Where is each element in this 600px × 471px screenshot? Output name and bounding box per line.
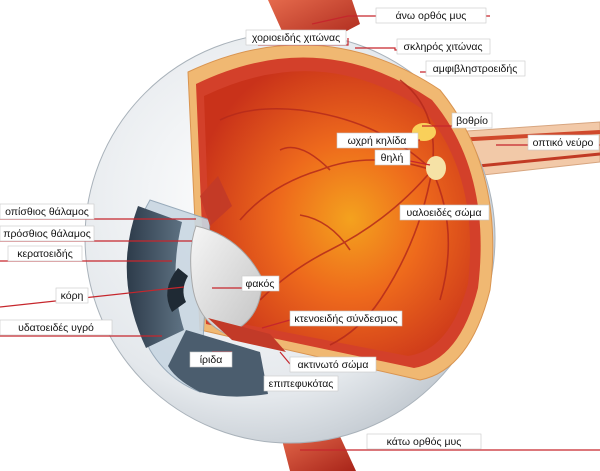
label-text: άνω ορθός μυς <box>396 10 467 22</box>
svg-text:πρόσθιος θάλαμος: πρόσθιος θάλαμος <box>3 228 91 240</box>
label-fovea: βοθρίο <box>451 112 493 129</box>
svg-text:βοθρίο: βοθρίο <box>456 115 488 127</box>
label-vitreous: υαλοειδές σώμα <box>399 204 490 221</box>
label-ciliary-body: ακτινωτό σώμα <box>289 356 377 373</box>
svg-text:υδατοειδές υγρό: υδατοειδές υγρό <box>18 322 94 334</box>
label-superior-rectus: άνω ορθός μυς <box>375 7 487 24</box>
svg-text:ακτινωτό σώμα: ακτινωτό σώμα <box>298 359 369 371</box>
label-inferior-rectus: κάτω ορθός μυς <box>366 433 482 450</box>
optic-disc <box>426 156 446 180</box>
label-optic-disc: θηλή <box>374 149 411 166</box>
label-zonule: κτενοειδής σύνδεσμος <box>289 310 403 327</box>
label-retina: αμφιβληστροειδής <box>425 60 526 77</box>
svg-text:χοριοειδής χιτώνας: χοριοειδής χιτώνας <box>252 32 340 44</box>
svg-text:υαλοειδές σώμα: υαλοειδές σώμα <box>406 207 481 219</box>
label-pupil: κόρη <box>55 287 89 304</box>
label-iris: ίριδα <box>189 351 233 368</box>
svg-text:θηλή: θηλή <box>381 152 404 164</box>
svg-text:ωχρή κηλίδα: ωχρή κηλίδα <box>348 135 407 147</box>
label-posterior-chamber: οπίσθιος θάλαμος <box>0 203 95 220</box>
label-aqueous: υδατοειδές υγρό <box>0 319 113 336</box>
ciliary-body-shape <box>208 318 286 352</box>
ciliary-upper <box>200 176 232 226</box>
svg-text:κόρη: κόρη <box>61 290 84 302</box>
label-macula: ωχρή κηλίδα <box>336 132 419 149</box>
svg-text:οπίσθιος θάλαμος: οπίσθιος θάλαμος <box>5 206 89 218</box>
label-optic-nerve: οπτικό νεύρο <box>527 134 600 151</box>
svg-text:κερατοειδής: κερατοειδής <box>17 248 73 260</box>
svg-text:οπτικό νεύρο: οπτικό νεύρο <box>533 137 594 149</box>
label-lens: φακός <box>241 275 280 292</box>
pupil <box>167 268 188 312</box>
label-choroid: χοριοειδής χιτώνας <box>245 29 347 46</box>
svg-text:ίριδα: ίριδα <box>200 354 223 366</box>
svg-text:αμφιβληστροειδής: αμφιβληστροειδής <box>433 63 518 75</box>
svg-text:κτενοειδής σύνδεσμος: κτενοειδής σύνδεσμος <box>294 313 397 325</box>
label-conjunctiva: επιπεφυκότας <box>263 375 339 392</box>
svg-text:επιπεφυκότας: επιπεφυκότας <box>269 378 334 390</box>
svg-text:σκληρός χιτώνας: σκληρός χιτώνας <box>403 41 482 53</box>
label-sclera: σκληρός χιτώνας <box>396 38 491 55</box>
svg-text:κάτω ορθός μυς: κάτω ορθός μυς <box>387 436 462 448</box>
svg-text:φακός: φακός <box>246 278 275 290</box>
label-anterior-chamber: πρόσθιος θάλαμος <box>0 225 95 242</box>
label-cornea: κερατοειδής <box>7 245 83 262</box>
